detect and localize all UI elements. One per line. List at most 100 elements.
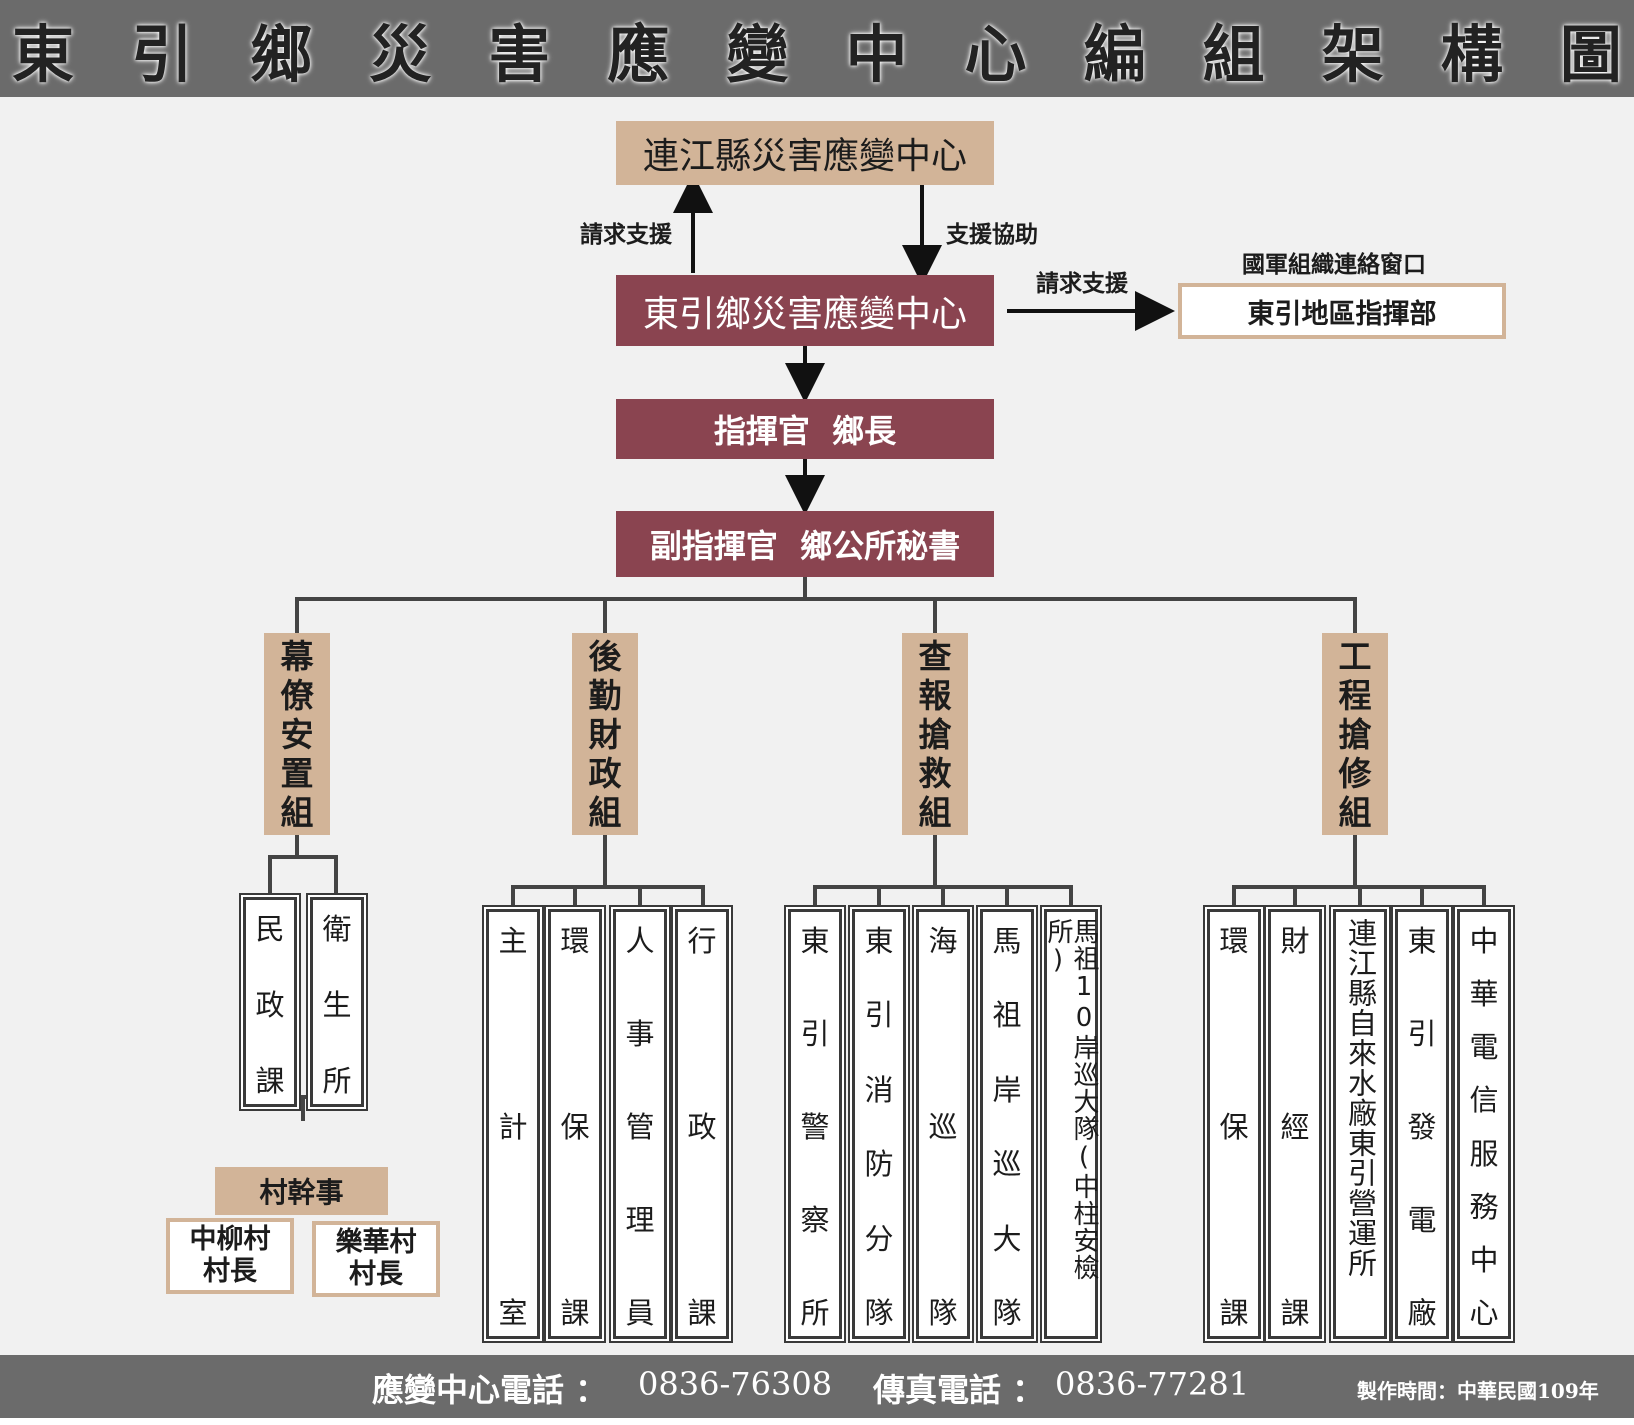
village-chief-box: 樂華村村長 (312, 1221, 440, 1297)
group-name-char: 政 (588, 753, 622, 793)
group-box: 後勤財政組 (572, 633, 638, 835)
right-request-support-label: 請求支援 (1036, 271, 1128, 297)
unit-char: 隊 (928, 1296, 958, 1330)
unit-char: 巡 (928, 1110, 958, 1144)
group-name-char: 報 (918, 675, 952, 715)
unit-char: 引 (800, 1017, 830, 1051)
unit-box: 東引警察所 (786, 907, 844, 1341)
unit-box: 行政課 (673, 907, 731, 1341)
title-char: 構 (1440, 17, 1503, 91)
unit-box: 中華電信服務中心 (1455, 907, 1513, 1341)
lienchiang-county-center-label: 連江縣災害應變中心 (642, 136, 967, 177)
deputy-commander-box: 副指揮官 鄉公所秘書 (616, 511, 994, 577)
title-char: 中 (845, 17, 908, 91)
unit-char: 分 (864, 1221, 894, 1256)
unit-char: 心 (1469, 1296, 1499, 1330)
unit-char: 保 (560, 1110, 590, 1144)
unit-char: 巡 (992, 1147, 1022, 1182)
unit-char: 主 (498, 924, 528, 958)
unit-box: 主計室 (484, 907, 542, 1341)
group-name-char: 程 (1338, 675, 1372, 715)
dongyin-command-label: 東引地區指揮部 (1247, 298, 1437, 330)
title-char: 圖 (1559, 17, 1622, 91)
unit-char: 隊 (864, 1296, 894, 1330)
unit-char: 課 (1219, 1296, 1249, 1330)
unit-char: 發 (1407, 1110, 1437, 1144)
military-liaison-caption: 國軍組織連絡窗口 (1242, 252, 1426, 278)
unit-char: 防 (864, 1147, 894, 1182)
dongyin-command-box: 東引地區指揮部 (1178, 283, 1506, 339)
group-name-char: 幕 (280, 636, 314, 676)
unit-char: 所 (800, 1296, 830, 1330)
group-name-char: 置 (280, 753, 314, 793)
unit-char: 務 (1469, 1189, 1499, 1224)
title-bar: 東引鄉災害應變中心編組架構圖 (0, 0, 1634, 97)
group-box: 工程搶修組 (1322, 633, 1388, 835)
unit-char: 室 (498, 1296, 528, 1330)
unit-box: 衛生所 (308, 895, 366, 1109)
group-name-char: 後 (588, 636, 622, 676)
unit-char: 環 (560, 924, 590, 958)
support-assist-label: 支援協助 (946, 222, 1038, 248)
group-name-char: 組 (1338, 792, 1372, 832)
unit-char: 所 (322, 1064, 352, 1098)
fax-label: 傳真電話 ： (873, 1371, 1045, 1409)
commander-box: 指揮官 鄉長 (616, 399, 994, 459)
title-char: 東 (12, 17, 75, 91)
fax-number: 0836-77281 (1055, 1365, 1250, 1403)
footer-bar: 應變中心電話 ： 0836-76308 傳真電話 ： 0836-77281 製作… (0, 1355, 1634, 1418)
group-name-char: 查 (918, 636, 952, 676)
unit-box: 連江縣自來水廠東引營運所 (1331, 907, 1389, 1341)
made-date: 製作時間：中華民國109年 (1357, 1379, 1599, 1403)
unit-char: 經 (1280, 1110, 1310, 1144)
unit-char: 電 (1407, 1203, 1437, 1237)
group-name-char: 工 (1338, 636, 1372, 676)
title-char: 組 (1202, 17, 1265, 91)
title-char: 編 (1083, 17, 1146, 91)
unit-char: 管 (625, 1110, 655, 1144)
unit-char: 計 (498, 1110, 528, 1144)
unit-char: 東 (1407, 924, 1437, 958)
group-name-char: 組 (280, 792, 314, 832)
unit-name: 連江縣自來水廠東引營運所 (1343, 918, 1378, 1278)
unit-char: 人 (625, 924, 655, 958)
unit-char: 引 (864, 998, 894, 1033)
unit-char: 民 (255, 912, 285, 946)
unit-box: 東引消防分隊 (850, 907, 908, 1341)
unit-char: 環 (1219, 924, 1249, 958)
unit-char: 岸 (992, 1072, 1022, 1107)
unit-box: 東引發電廠 (1393, 907, 1451, 1341)
group-name-char: 搶 (918, 714, 952, 754)
phone-number: 0836-76308 (638, 1365, 833, 1403)
group-name-char: 安 (280, 714, 314, 754)
group-name-char: 修 (1338, 753, 1372, 793)
unit-char: 理 (625, 1203, 655, 1237)
title-char: 心 (964, 17, 1027, 91)
unit-char: 隊 (992, 1296, 1022, 1330)
unit-char: 警 (800, 1110, 830, 1144)
group-name-char: 組 (588, 792, 622, 832)
title-char: 害 (488, 17, 551, 91)
unit-char: 事 (625, 1017, 655, 1051)
commander-label: 指揮官 鄉長 (713, 412, 897, 450)
village-chief-line1: 樂華村 (335, 1227, 417, 1258)
unit-char: 大 (992, 1221, 1022, 1256)
unit-char: 生 (322, 988, 352, 1022)
unit-box: 財經課 (1266, 907, 1324, 1341)
unit-char: 察 (800, 1203, 830, 1237)
unit-char: 政 (255, 988, 285, 1022)
unit-char: 東 (800, 924, 830, 958)
village-chief-line1: 中柳村 (189, 1224, 271, 1255)
lienchiang-county-center-box: 連江縣災害應變中心 (616, 121, 994, 185)
unit-char: 馬 (992, 924, 1022, 958)
title-char: 引 (131, 17, 194, 91)
unit-char: 財 (1280, 924, 1310, 958)
group-name-char: 勤 (588, 675, 622, 715)
unit-char: 服 (1469, 1136, 1499, 1171)
title-char: 應 (607, 17, 670, 91)
title-char: 變 (726, 17, 789, 91)
unit-char: 行 (687, 924, 717, 958)
unit-box: 人事管理員 (611, 907, 669, 1341)
chart-canvas: 連江縣災害應變中心 請求支援 支援協助 東引鄉災害應變中心 請求支援 國軍組織連… (0, 97, 1634, 1355)
dongyin-center-box: 東引鄉災害應變中心 (616, 275, 994, 346)
